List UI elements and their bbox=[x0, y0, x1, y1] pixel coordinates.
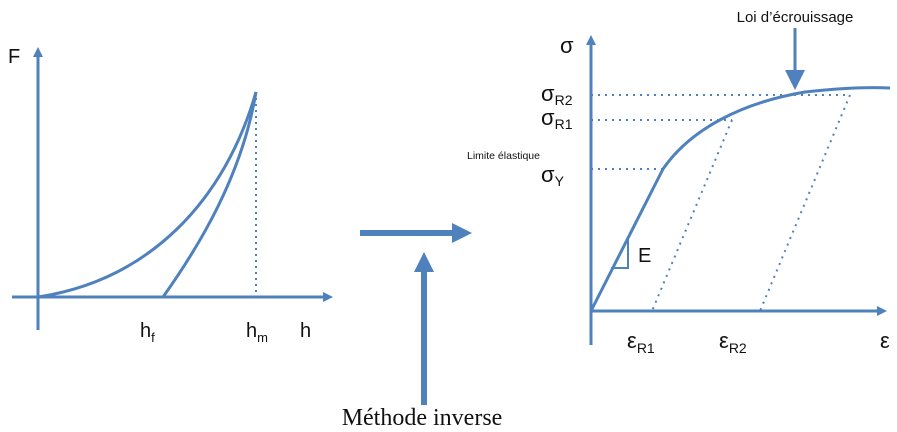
hardening-label: Loi d’écrouissage bbox=[737, 9, 854, 26]
right-x-axis-label: ε bbox=[880, 328, 890, 353]
hm-main: h bbox=[246, 320, 257, 342]
hf-sub: f bbox=[151, 330, 155, 345]
method-label: Méthode inverse bbox=[342, 405, 503, 431]
unload-r1-line bbox=[651, 119, 733, 312]
left-y-axis-label: F bbox=[8, 46, 20, 68]
right-y-axis-label: σ bbox=[560, 33, 574, 58]
hf-main: h bbox=[140, 320, 151, 342]
modulus-triangle bbox=[611, 238, 629, 269]
inverse-method-arrows: Méthode inverse bbox=[342, 223, 503, 431]
eps-r1-sub: R1 bbox=[637, 340, 655, 356]
hm-label: hm bbox=[246, 320, 268, 345]
sigma-r2-label: σR2 bbox=[541, 81, 573, 108]
stress-strain-curve bbox=[589, 86, 891, 312]
sigma-r2-sub: R2 bbox=[555, 92, 573, 108]
hm-sub: m bbox=[257, 330, 268, 345]
hf-label: hf bbox=[140, 320, 155, 345]
sigma-r1-main: σ bbox=[541, 105, 555, 130]
right-plot: Loi d’écrouissage σ σR2 σR1 Limite élast… bbox=[467, 9, 891, 356]
eps-r1-main: ε bbox=[627, 328, 637, 353]
sigma-r2-main: σ bbox=[541, 81, 555, 106]
eps-r2-label: εR2 bbox=[719, 328, 747, 356]
modulus-label: E bbox=[638, 245, 651, 267]
eps-r1-label: εR1 bbox=[627, 328, 655, 356]
loading-curve bbox=[37, 91, 258, 299]
sigma-y-label: σY bbox=[541, 162, 565, 189]
sigma-r1-sub: R1 bbox=[555, 116, 573, 132]
left-x-axis-label: h bbox=[300, 320, 311, 342]
sigma-y-main: σ bbox=[541, 162, 555, 187]
eps-r2-main: ε bbox=[719, 328, 729, 353]
elastic-limit-label: Limite élastique bbox=[467, 150, 540, 162]
sigma-y-sub: Y bbox=[555, 173, 565, 189]
eps-r2-sub: R2 bbox=[729, 340, 747, 356]
sigma-r1-label: σR1 bbox=[541, 105, 573, 132]
unload-r2-line bbox=[759, 94, 851, 312]
unloading-curve bbox=[161, 91, 258, 298]
left-plot: F h hf hm bbox=[8, 46, 333, 345]
